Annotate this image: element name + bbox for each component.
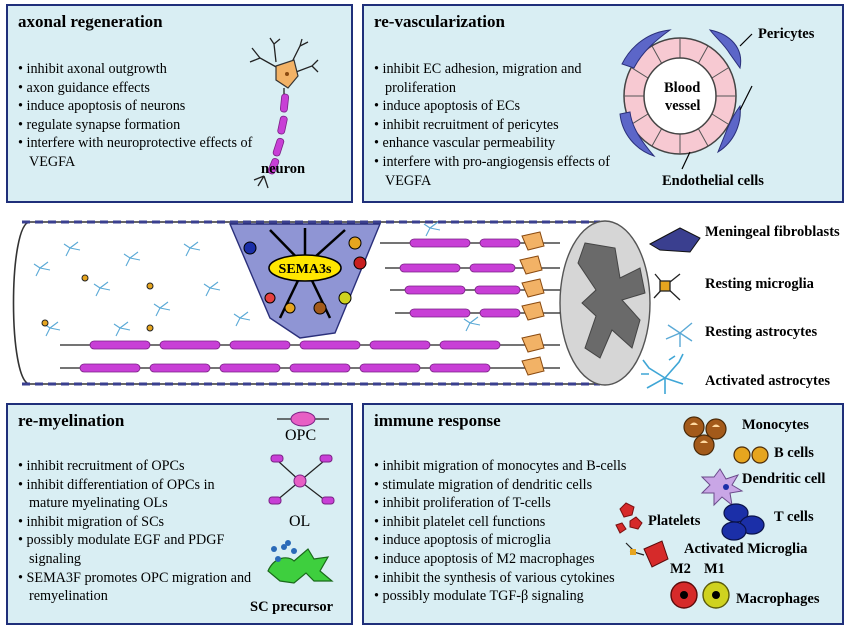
neuron-illustration [249,37,319,189]
sema3s-box [268,254,342,282]
sc-precursor-label: SC precursor [250,599,334,615]
activated-microglia-label: Activated Microglia [684,541,808,557]
panel-title: axonal regeneration [18,12,163,31]
microglia-icon [653,273,681,301]
activated-microglia-icon [625,540,669,568]
immune-list: inhibit migration of monocytes and B-cel… [374,457,674,606]
list-item: inhibit migration of SCs [18,513,254,532]
list-item: inhibit recruitment of pericytes [374,116,612,135]
list-item: SEMA3F promotes OPC migration and remyel… [18,569,254,606]
list-item: interfere with neuroprotective effects o… [18,134,258,171]
list-item: induce apoptosis of M2 macrophages [374,550,674,569]
activated-astrocyte-icon [641,353,684,394]
dendritic-cell-label: Dendritic cell [742,471,826,487]
sema3s-label: SEMA3s [279,262,332,277]
list-item: interfere with pro-angiogensis effects o… [374,153,612,190]
list-item: inhibit platelet cell functions [374,513,674,532]
list-item: regulate synapse formation [18,116,258,135]
dendritic-cell-icon [700,468,744,507]
opc-label: OPC [285,427,317,444]
list-item: induce apoptosis of neurons [18,97,258,116]
list-item: induce apoptosis of microglia [374,531,674,550]
neuron-label: neuron [261,161,306,177]
blood-vessel-label-1: Blood [664,80,701,96]
list-item: inhibit migration of monocytes and B-cel… [374,457,674,476]
grey-matter [577,242,646,359]
platelets-label: Platelets [648,513,701,529]
panel-title: immune response [374,411,501,430]
panel-title: re-myelination [18,411,125,430]
bcell-icon [733,446,769,464]
list-item: inhibit recruitment of OPCs [18,457,254,476]
legend-resting-astrocytes: Resting astrocytes [705,324,818,340]
ol-label: OL [289,513,311,530]
pericyte-shape [621,29,672,69]
list-item: possibly modulate EGF and PDGF signaling [18,531,254,568]
immune-cells-illustration [615,416,769,609]
spinal-cord-illustration: SEMA3s [12,220,701,394]
list-item: inhibit differentiation of OPCs in matur… [18,476,254,513]
bcells-label: B cells [774,445,814,461]
pericytes-label: Pericytes [758,26,815,42]
list-item: possibly modulate TGF-β signaling [374,587,674,606]
list-item: induce apoptosis of ECs [374,97,612,116]
pericyte-shape [619,111,656,158]
monocyte-icon [683,416,727,456]
monocytes-label: Monocytes [742,417,809,433]
tcell-icon [721,503,765,541]
m2-label: M2 [670,561,691,577]
panel-immune-response: immune response inhibit migration of mon… [362,403,844,625]
legend-activated-astrocytes: Activated astrocytes [705,373,830,389]
blood-vessel-label-2: vessel [665,98,701,114]
blood-vessel-illustration [619,29,753,170]
meningeal-fibroblast-icon [648,227,701,253]
list-item: inhibit axonal outgrowth [18,60,258,79]
ol-icon [268,454,335,505]
pericyte-shape [708,29,742,70]
platelet-icon [615,502,643,534]
list-item: inhibit EC adhesion, migration and proli… [374,60,612,97]
pericyte-shape [716,104,741,154]
legend-meningeal-fibroblasts: Meningeal fibroblasts [705,224,840,240]
list-item: enhance vascular permeability [374,134,612,153]
endothelial-label: Endothelial cells [662,173,764,189]
panel-revascularization: re-vascularization inhibit EC adhesion, … [362,4,844,203]
list-item: inhibit proliferation of T-cells [374,494,674,513]
m1-label: M1 [704,561,725,577]
list-item: inhibit the synthesis of various cytokin… [374,569,674,588]
list-item: stimulate migration of dendritic cells [374,476,674,495]
macrophages-label: Macrophages [736,591,820,607]
panel-title: re-vascularization [374,12,505,31]
remyel-list: inhibit recruitment of OPCs inhibit diff… [18,457,254,606]
revasc-list: inhibit EC adhesion, migration and proli… [374,60,612,190]
panel-remyelination: re-myelination inhibit recruitment of OP… [6,403,353,625]
axonal-list: inhibit axonal outgrowth axon guidance e… [18,60,258,172]
tcells-label: T cells [774,509,814,525]
resting-astrocyte-icon [665,322,693,347]
opc-icon [277,411,329,427]
list-item: axon guidance effects [18,79,258,98]
sc-precursor-icon [267,540,334,584]
panel-axonal-regeneration: axonal regeneration inhibit axonal outgr… [6,4,353,203]
legend-resting-microglia: Resting microglia [705,276,814,292]
